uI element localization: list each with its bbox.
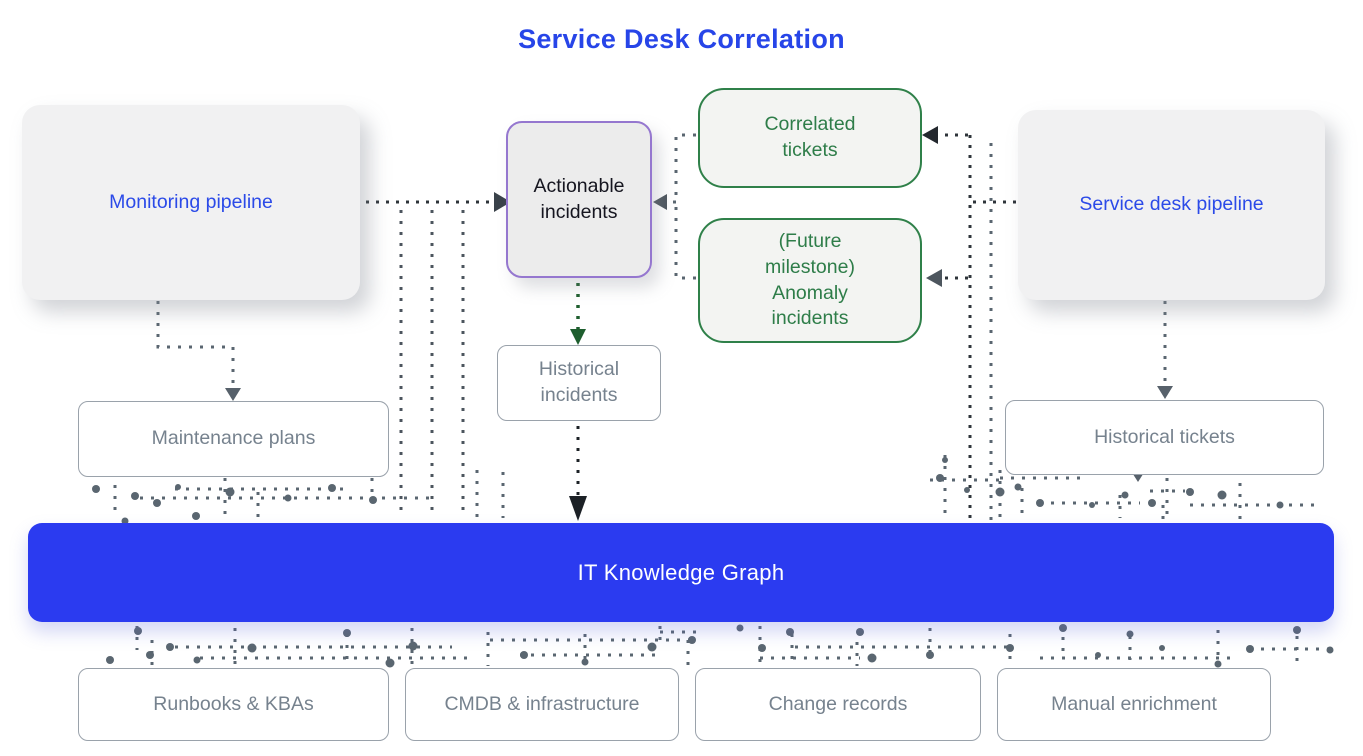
node-anomaly-incidents: (Future milestone) Anomaly incidents (698, 218, 922, 343)
node-label: Correlated tickets (764, 113, 856, 161)
node-label: IT Knowledge Graph (577, 559, 785, 585)
node-label: Historical incidents (538, 358, 620, 406)
node-service-desk-pipeline: Service desk pipeline (1018, 110, 1325, 300)
node-label: CMDB & infrastructure (444, 692, 640, 715)
node-cmdb-infrastructure: CMDB & infrastructure (405, 668, 679, 741)
node-label: Manual enrichment (1051, 692, 1217, 715)
node-runbooks-kbas: Runbooks & KBAs (78, 668, 389, 741)
edge-historical-incidents-to-knowledge-graph (569, 426, 587, 521)
node-actionable-incidents: Actionable incidents (506, 121, 652, 278)
edge-servicedesk-to-historical-tickets (1157, 301, 1173, 399)
node-label: (Future milestone) Anomaly incidents (765, 230, 855, 330)
edge-monitoring-to-knowledge-graph-lines (399, 210, 465, 518)
node-label: Runbooks & KBAs (153, 692, 314, 715)
node-label: Change records (768, 692, 908, 715)
node-label: Historical tickets (1094, 425, 1235, 448)
edge-to-correlated-tickets (922, 126, 968, 144)
edge-actionable-to-historical-incidents (570, 283, 586, 345)
node-it-knowledge-graph: IT Knowledge Graph (28, 523, 1334, 622)
edge-to-anomaly-incidents (926, 269, 968, 287)
node-maintenance-plans: Maintenance plans (78, 401, 389, 477)
node-label: Maintenance plans (151, 427, 316, 450)
node-historical-incidents: Historical incidents (497, 345, 661, 421)
node-monitoring-pipeline: Monitoring pipeline (22, 105, 360, 300)
edge-historical-tickets-to-knowledge-graph (1131, 471, 1169, 520)
edge-monitoring-to-maintenance (156, 301, 241, 401)
edge-green-boxes-to-actionable (653, 133, 696, 280)
node-change-records: Change records (695, 668, 981, 741)
node-manual-enrichment: Manual enrichment (997, 668, 1271, 741)
node-correlated-tickets: Correlated tickets (698, 88, 922, 188)
node-historical-tickets: Historical tickets (1005, 400, 1324, 475)
node-label: Actionable incidents (533, 174, 625, 223)
diagram-title: Service Desk Correlation (518, 24, 845, 54)
node-label: Service desk pipeline (1079, 193, 1264, 216)
edge-monitoring-to-actionable (366, 192, 511, 212)
node-label: Monitoring pipeline (109, 190, 273, 213)
